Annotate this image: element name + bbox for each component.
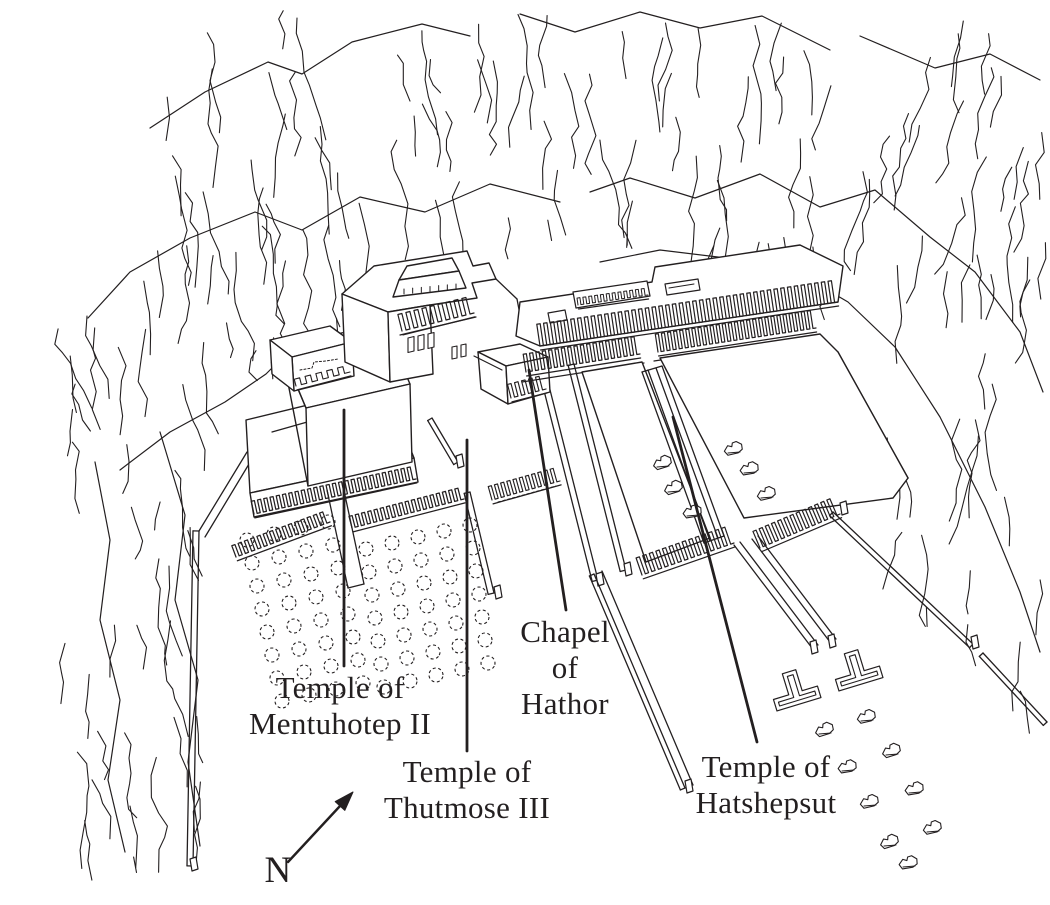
label-line: Temple of: [701, 749, 831, 784]
label-line: of: [551, 650, 579, 685]
enclosure-walls: [186, 351, 1048, 872]
label-line: Thutmose III: [383, 790, 551, 825]
label-line: Chapel: [520, 614, 610, 649]
north-label: N: [264, 850, 292, 891]
label-line: Hatshepsut: [695, 785, 837, 820]
north-arrow-icon: [286, 791, 354, 864]
cliff-texture: [54, 10, 1047, 881]
label-line: Temple of: [402, 754, 532, 789]
label-line: Temple of: [275, 670, 405, 705]
label-temple-of-mentuhotep-ii: Temple of Mentuhotep II: [179, 670, 501, 742]
label-temple-of-hatshepsut: Temple of Hatshepsut: [616, 749, 916, 821]
temple-of-thutmose-iii: [341, 250, 522, 383]
label-line: Hathor: [521, 686, 609, 721]
temple-of-hatshepsut: [487, 244, 909, 655]
label-line: Mentuhotep II: [248, 706, 432, 741]
label-temple-of-thutmose-iii: Temple of Thutmose III: [317, 754, 617, 826]
t-shaped-basins: [772, 649, 884, 712]
label-leader-lines: [342, 368, 759, 753]
label-chapel-of-hathor: Chapel of Hathor: [465, 614, 665, 722]
